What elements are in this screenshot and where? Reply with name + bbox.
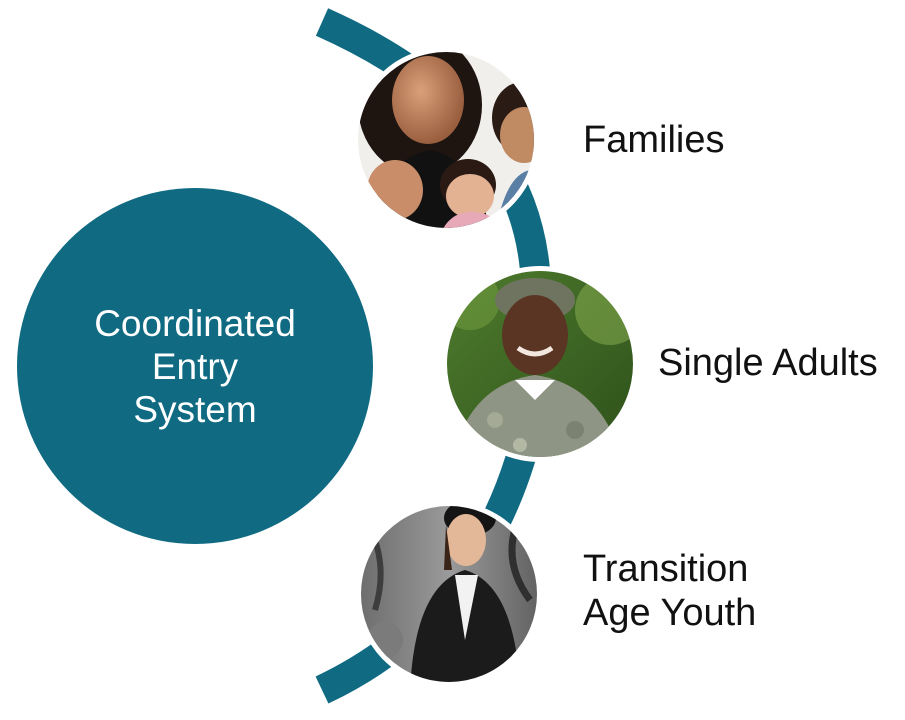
mother-with-children-photo	[353, 47, 539, 233]
center-title-line-1: Coordinated	[94, 302, 296, 344]
single-adults-label: Single Adults	[658, 341, 878, 385]
center-title-line-2: Entry	[151, 345, 239, 387]
center-title: Coordinated Entry System	[55, 302, 335, 431]
transition-age-youth-label-line-1: Transition	[583, 548, 749, 590]
families-label-line-1: Families	[583, 119, 725, 161]
coordinated-entry-system-circle: Coordinated Entry System	[17, 188, 373, 544]
families-label: Families	[583, 118, 724, 162]
single-adults-label-line-1: Single Adults	[658, 342, 878, 384]
soldier-portrait-photo	[442, 266, 638, 462]
center-title-line-3: System	[133, 388, 257, 430]
transition-age-youth-label: Transition Age Youth	[583, 547, 756, 635]
young-man-graffiti-photo	[356, 501, 542, 687]
transition-age-youth-label-line-2: Age Youth	[583, 592, 757, 634]
